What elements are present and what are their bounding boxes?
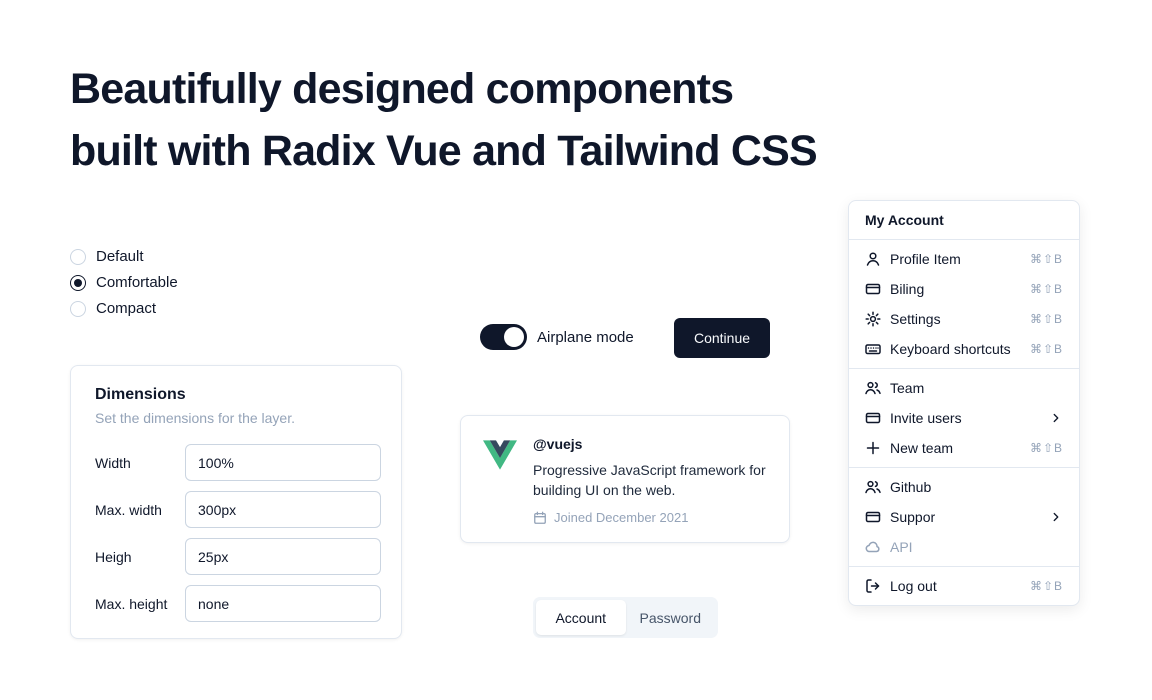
radio-icon-selected[interactable] <box>70 274 86 291</box>
radio-icon[interactable] <box>70 248 86 265</box>
vue-joined-text: Joined December 2021 <box>554 510 689 525</box>
menu-item-label: Keyboard shortcuts <box>890 341 1011 357</box>
gear-icon <box>865 311 881 327</box>
menu-item-label: Biling <box>890 281 925 297</box>
menu-item-shortcut: ⌘⇧B <box>1029 441 1063 455</box>
radio-option-compact[interactable]: Compact <box>70 300 178 317</box>
menu-item-support[interactable]: Suppor <box>851 502 1077 532</box>
width-input[interactable] <box>185 444 381 481</box>
credit-card-icon <box>865 283 881 295</box>
cloud-icon <box>865 541 880 553</box>
keyboard-icon <box>865 344 881 355</box>
invite-users-icon <box>865 412 881 424</box>
width-label: Width <box>95 454 131 471</box>
users-icon <box>865 381 881 395</box>
menu-item-label: New team <box>890 440 954 456</box>
menu-item-log-out[interactable]: Log out ⌘⇧B <box>851 571 1077 601</box>
menu-item-api: API <box>851 532 1077 562</box>
radio-label: Compact <box>96 300 157 317</box>
tab-account[interactable]: Account <box>536 600 626 635</box>
dimensions-subtitle: Set the dimensions for the layer. <box>95 410 295 426</box>
chevron-right-icon <box>1053 512 1059 522</box>
menu-separator <box>849 239 1079 240</box>
max-height-input[interactable] <box>185 585 381 622</box>
height-label: Heigh <box>95 548 132 565</box>
menu-item-label: API <box>890 539 913 555</box>
menu-item-profile[interactable]: Profile Item ⌘⇧B <box>851 244 1077 274</box>
menu-item-label: Settings <box>890 311 941 327</box>
page-title: Beautifully designed components built wi… <box>70 58 818 182</box>
menu-item-shortcut: ⌘⇧B <box>1029 579 1063 593</box>
airplane-mode-toggle[interactable] <box>480 324 527 350</box>
menu-group-profile: Profile Item ⌘⇧B Biling ⌘⇧B Settings ⌘⇧B… <box>849 240 1079 368</box>
chevron-right-icon <box>1053 413 1059 423</box>
calendar-icon <box>534 511 546 524</box>
radio-label: Comfortable <box>96 274 178 291</box>
menu-group-logout: Log out ⌘⇧B <box>849 567 1079 605</box>
support-icon <box>865 511 881 523</box>
vuejs-profile-card: @vuejs Progressive JavaScript framework … <box>460 415 790 543</box>
log-out-icon <box>866 579 880 593</box>
vue-handle: @vuejs <box>533 436 583 452</box>
dimension-row-max-height: Max. height <box>95 585 381 622</box>
tab-password[interactable]: Password <box>639 609 701 626</box>
account-password-tabs: Account Password <box>533 597 718 638</box>
menu-header: My Account <box>865 212 944 228</box>
menu-item-new-team[interactable]: New team ⌘⇧B <box>851 433 1077 463</box>
menu-separator <box>849 566 1079 567</box>
menu-item-label: Github <box>890 479 932 495</box>
airplane-mode-row: Airplane mode <box>480 324 634 350</box>
radio-label: Default <box>96 248 144 265</box>
menu-item-shortcut: ⌘⇧B <box>1029 282 1063 296</box>
menu-item-invite-users[interactable]: Invite users <box>851 403 1077 433</box>
height-input[interactable] <box>185 538 381 575</box>
menu-item-shortcut: ⌘⇧B <box>1029 342 1063 356</box>
menu-item-github[interactable]: Github <box>851 472 1077 502</box>
page-title-line1: Beautifully designed components <box>70 65 734 113</box>
vue-description: Progressive JavaScript framework for bui… <box>533 462 766 498</box>
menu-item-label: Profile Item <box>890 251 961 267</box>
max-height-label: Max. height <box>95 595 168 612</box>
radio-option-comfortable[interactable]: Comfortable <box>70 274 178 291</box>
continue-button[interactable]: Continue <box>674 318 770 358</box>
menu-item-settings[interactable]: Settings ⌘⇧B <box>851 304 1077 334</box>
toggle-knob[interactable] <box>504 327 524 347</box>
menu-item-shortcut: ⌘⇧B <box>1029 252 1063 266</box>
menu-item-billing[interactable]: Biling ⌘⇧B <box>851 274 1077 304</box>
page-title-line2: built with Radix Vue and Tailwind CSS <box>70 127 818 175</box>
dimension-row-width: Width <box>95 444 381 481</box>
menu-separator <box>849 467 1079 468</box>
my-account-menu: My Account Profile Item ⌘⇧B Biling ⌘⇧B S… <box>848 200 1080 606</box>
menu-item-label: Suppor <box>890 509 936 525</box>
menu-item-keyboard-shortcuts[interactable]: Keyboard shortcuts ⌘⇧B <box>851 334 1077 364</box>
menu-item-shortcut: ⌘⇧B <box>1029 312 1063 326</box>
dimension-row-max-width: Max. width <box>95 491 381 528</box>
airplane-mode-label: Airplane mode <box>537 328 634 346</box>
vue-joined-row: Joined December 2021 <box>533 510 767 525</box>
dimensions-card: Dimensions Set the dimensions for the la… <box>70 365 402 639</box>
vue-logo-icon <box>483 440 517 470</box>
radio-option-default[interactable]: Default <box>70 248 178 265</box>
menu-group-links: Github Suppor API <box>849 468 1079 566</box>
menu-item-label: Invite users <box>890 410 962 426</box>
plus-icon <box>866 441 880 455</box>
dimensions-title: Dimensions <box>95 386 186 403</box>
vue-card-content: @vuejs Progressive JavaScript framework … <box>533 436 767 525</box>
menu-item-label: Team <box>890 380 925 396</box>
max-width-input[interactable] <box>185 491 381 528</box>
user-icon <box>866 252 880 266</box>
github-icon <box>865 480 881 494</box>
radio-icon[interactable] <box>70 300 86 317</box>
max-width-label: Max. width <box>95 501 162 518</box>
menu-item-team[interactable]: Team <box>851 373 1077 403</box>
menu-item-label: Log out <box>890 578 937 594</box>
dimension-row-height: Heigh <box>95 538 381 575</box>
menu-separator <box>849 368 1079 369</box>
menu-group-team: Team Invite users New team ⌘⇧B <box>849 369 1079 467</box>
density-radio-group: Default Comfortable Compact <box>70 248 178 317</box>
